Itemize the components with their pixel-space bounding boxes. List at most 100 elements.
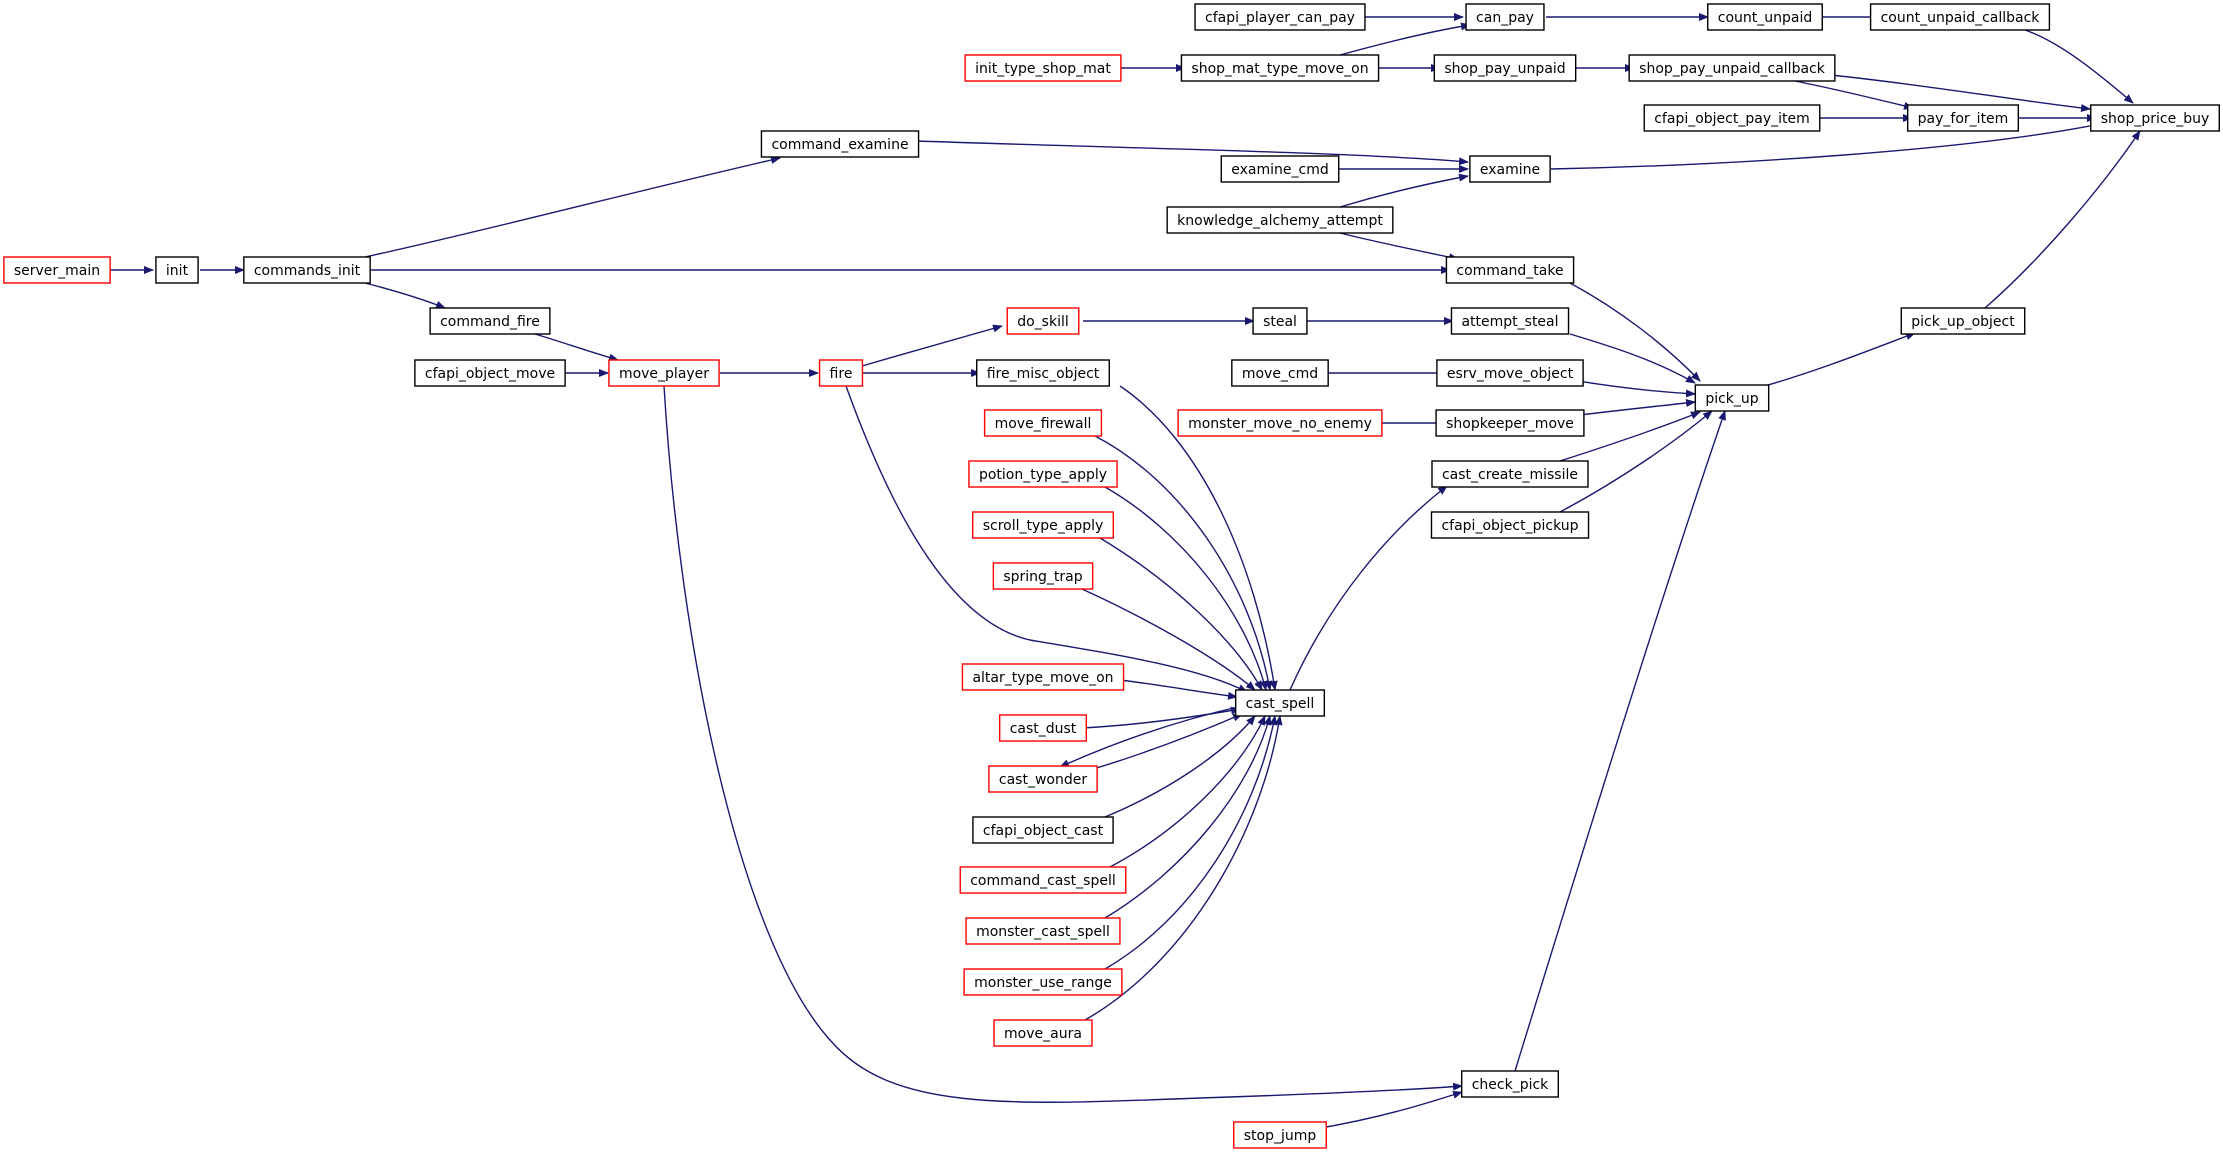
edge-altar-type-move-on-to-cast-spell [1119,679,1238,700]
edge-fire-to-cast-spell [845,385,1248,693]
node-init-type-shop-mat[interactable]: init_type_shop_mat [964,54,1122,82]
node-examine[interactable]: examine [1469,155,1551,183]
node-init[interactable]: init [155,256,199,284]
node-box [1906,104,2020,132]
node-box [1431,460,1589,488]
node-shopkeeper-move[interactable]: shopkeeper_move [1435,409,1585,437]
node-esrv-move-object[interactable]: esrv_move_object [1436,359,1584,387]
node-knowledge-alchemy-attempt[interactable]: knowledge_alchemy_attempt [1166,206,1394,234]
node-cast-create-missile[interactable]: cast_create_missile [1431,460,1589,488]
node-server-main[interactable]: server_main [3,256,111,284]
node-shop-pay-unpaid-callback[interactable]: shop_pay_unpaid_callback [1628,54,1836,82]
edge-line [364,156,781,258]
node-cfapi-object-cast[interactable]: cfapi_object_cast [972,816,1114,844]
edge-cast-wonder-to-cast-spell [1089,713,1243,771]
node-box [1469,155,1551,183]
node-altar-type-move-on[interactable]: altar_type_move_on [961,663,1125,691]
node-move-cmd[interactable]: move_cmd [1231,359,1329,387]
edge-command-examine-to-examine [915,140,1469,166]
node-monster-use-range[interactable]: monster_use_range [963,968,1123,996]
node-move-player[interactable]: move_player [608,359,720,387]
node-box [818,359,864,387]
node-do-skill[interactable]: do_skill [1006,307,1080,335]
node-box [1233,1121,1327,1149]
edge-commands-init-to-command-examine [364,156,781,258]
node-cfapi-object-move[interactable]: cfapi_object_move [414,359,566,387]
node-examine-cmd[interactable]: examine_cmd [1220,155,1340,183]
node-move-aura[interactable]: move_aura [993,1019,1093,1047]
node-commands-init[interactable]: commands_init [243,256,371,284]
edge-cast-dust-to-cast-spell [1081,706,1241,729]
node-can-pay[interactable]: can_pay [1465,3,1545,31]
node-scroll-type-apply[interactable]: scroll_type_apply [972,511,1114,539]
node-check-pick[interactable]: check_pick [1461,1070,1559,1098]
node-label: server_main [14,263,100,279]
node-cast-dust[interactable]: cast_dust [998,714,1088,742]
node-box [3,256,111,284]
node-label: stop_jump [1244,1128,1317,1144]
edge-line [1767,332,1916,386]
node-box [1252,307,1308,335]
node-box [1694,384,1770,412]
node-label: pay_for_item [1918,111,2009,127]
edge-command-cast-spell-to-cast-spell [1109,715,1266,868]
node-monster-cast-spell[interactable]: monster_cast_spell [965,917,1121,945]
node-label: potion_type_apply [979,467,1107,483]
node-label: count_unpaid [1718,10,1813,26]
edge-line [1571,379,1696,398]
node-cfapi-object-pay-item[interactable]: cfapi_object_pay_item [1643,104,1821,132]
edge-fire-misc-object-to-cast-spell [1119,385,1278,691]
edge-line [1314,1090,1463,1130]
node-label: cfapi_object_pay_item [1654,111,1810,127]
node-fire-misc-object[interactable]: fire_misc_object [976,359,1110,387]
node-label: shopkeeper_move [1446,416,1574,432]
node-pay-for-item[interactable]: pay_for_item [1906,104,2020,132]
node-monster-move-no-enemy[interactable]: monster_move_no_enemy [1177,409,1383,437]
node-box [1435,409,1585,437]
node-potion-type-apply[interactable]: potion_type_apply [968,460,1118,488]
edge-knowledge-alchemy-attempt-to-command-take [1339,232,1459,262]
edge-line [1339,173,1469,208]
edge-move-aura-to-cast-spell [1084,715,1283,1021]
node-box [243,256,371,284]
node-label: move_firewall [995,416,1092,432]
node-command-cast-spell[interactable]: command_cast_spell [959,866,1127,894]
node-box [1869,3,2051,31]
node-cfapi-object-pickup[interactable]: cfapi_object_pickup [1430,511,1590,539]
edges-layer [110,13,2141,1130]
node-command-take[interactable]: command_take [1445,256,1575,284]
edge-move-player-to-check-pick [663,385,1463,1103]
node-shop-mat-type-move-on[interactable]: shop_mat_type_move_on [1180,54,1380,82]
node-fire[interactable]: fire [818,359,864,387]
edge-line [1081,706,1241,729]
node-shop-pay-unpaid[interactable]: shop_pay_unpaid [1433,54,1577,82]
node-steal[interactable]: steal [1252,307,1308,335]
node-label: steal [1263,314,1297,330]
node-cast-spell[interactable]: cast_spell [1234,689,1326,717]
node-box [1445,256,1575,284]
nodes-layer: shop_price_buy count_unpaid_callback count… [3,3,2220,1149]
edge-pick-up-object-to-shop-price-buy [1984,130,2141,309]
node-command-examine[interactable]: command_examine [760,130,920,158]
node-move-firewall[interactable]: move_firewall [983,409,1103,437]
node-cast-wonder[interactable]: cast_wonder [988,765,1098,793]
node-box [1166,206,1394,234]
node-cfapi-player-can-pay[interactable]: cfapi_player_can_pay [1194,3,1366,31]
node-label: pick_up_object [1911,314,2015,330]
node-pick-up[interactable]: pick_up [1694,384,1770,412]
node-command-fire[interactable]: command_fire [429,307,551,335]
node-count-unpaid[interactable]: count_unpaid [1707,3,1823,31]
node-count-unpaid-callback[interactable]: count_unpaid_callback [1869,3,2051,31]
edge-command-fire-to-move-player [534,333,619,362]
node-box [1707,3,1823,31]
node-box [964,54,1122,82]
edge-examine-to-shop-price-buy [1550,121,2101,170]
edge-line [1104,715,1278,970]
node-shop-price-buy[interactable]: shop_price_buy [2090,104,2220,132]
node-attempt-steal[interactable]: attempt_steal [1450,307,1570,335]
node-box [968,460,1118,488]
node-box [1436,359,1584,387]
node-spring-trap[interactable]: spring_trap [992,562,1094,590]
node-stop-jump[interactable]: stop_jump [1233,1121,1327,1149]
node-pick-up-object[interactable]: pick_up_object [1900,307,2026,335]
